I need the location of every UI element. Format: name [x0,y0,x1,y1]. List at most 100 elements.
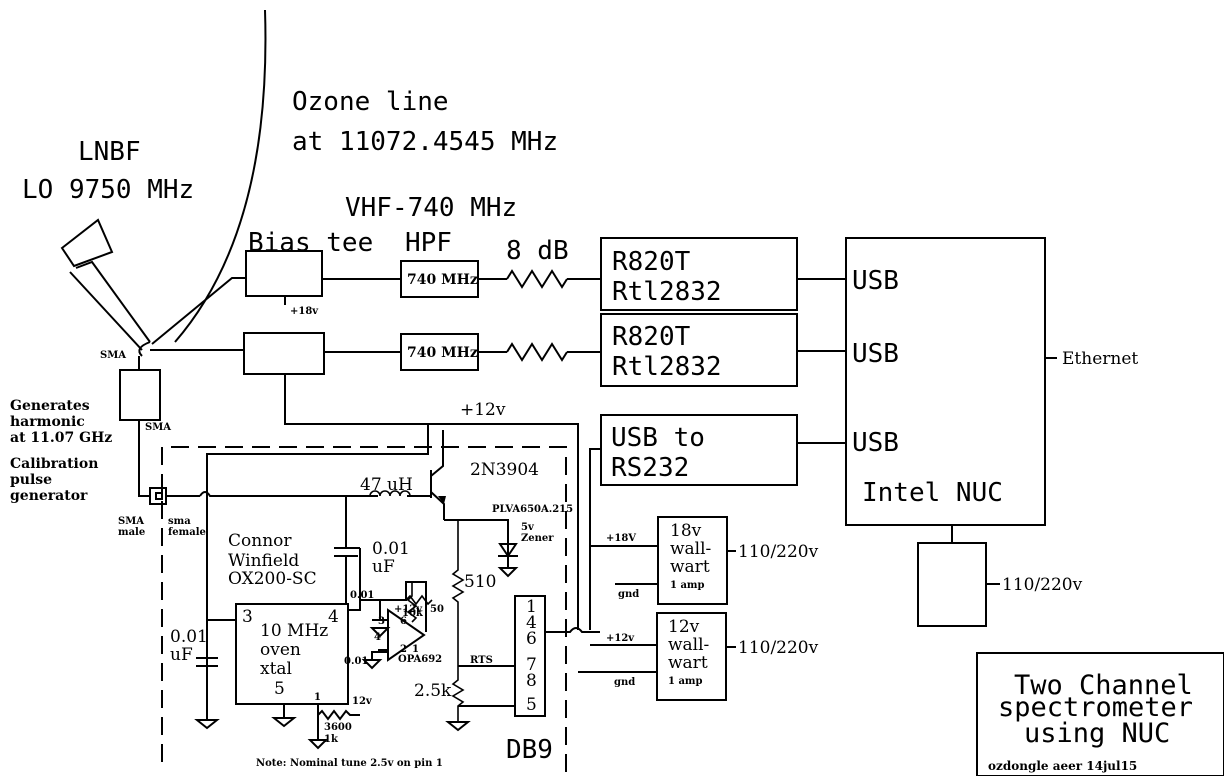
opamp-label: OPA692 [398,654,442,665]
osc-pin4-label: 4 [328,607,339,627]
vhf-label: VHF-740 MHz [345,193,517,223]
wallwart-18v-box [657,516,728,605]
atten-label: 8 dB [506,236,569,266]
ww12-label-4: 1 amp [668,676,703,687]
osc-label-2: oven [260,640,301,660]
osc-pin5-label: 5 [274,679,285,699]
ethernet-label: Ethernet [1062,349,1138,369]
r510-label: 510 [464,572,496,592]
cal-label-3: generator [10,488,88,504]
osc-pin3-label: 3 [242,607,253,627]
lnbf-feed [60,218,151,357]
ww12-label-1: 12v [668,617,700,637]
zener-label-2: Zener [521,533,554,544]
cal-label-2: pulse [10,472,52,488]
ww18-gnd-label: gnd [618,589,639,600]
db9-pin1: 1 [526,597,537,617]
usb-3-label: USB [852,428,899,458]
opamp-12v-label: +12v [394,604,423,615]
ox200-label: OX200-SC [228,569,317,589]
usb-rs232-label-b: RS232 [611,453,689,483]
lo-label: LO 9750 MHz [22,175,194,205]
r1k-label: 1k [324,734,339,745]
db9-connector [514,595,546,717]
usb-2-label: USB [852,339,899,369]
bias-tee-2-box [243,332,325,375]
sdr-2-label-a: R820T [612,322,691,352]
attenuator-8db [506,269,568,289]
title-block [976,652,1224,776]
ww18-label-4: 1 amp [670,580,705,591]
resistor-10k [405,594,433,606]
r10k-label: 10k [402,608,424,619]
bias-tee-label: Bias tee [248,228,373,258]
ww18-ac-label: 110/220v [738,542,819,562]
nuc-power-box [917,542,987,627]
sdr-1-box [600,237,798,311]
ozone-line-label-2: at 11072.4545 MHz [292,127,558,157]
title-line-2: spectrometer [998,692,1193,723]
opamp-triangle [387,608,426,662]
cap-b-label-2: uF [170,645,193,665]
resistor-510 [451,520,465,722]
db9-pin4: 4 [526,613,537,633]
cap-small-bottom-label: 0.01 [344,656,368,667]
sma-female-label-2: female [168,527,206,538]
cap-a-label-1: 0.01 [372,539,410,559]
ww12-label-2: wall- [668,635,709,655]
db9-pin7: 7 [526,655,537,675]
connor-label-2: Winfield [228,551,299,571]
ww18-label-1: 18v [670,521,702,541]
plus12v-label: +12v [460,400,506,420]
cap-a-label-2: uF [372,557,395,577]
generates-label-1: Generates [10,398,90,414]
ww18-in-label: +18V [606,533,636,544]
osc-label-3: xtal [260,659,292,679]
v12-small-label: 12v [352,696,373,707]
title-line-1: Two Channel [1014,670,1193,701]
lnbf-label: LNBF [78,137,141,167]
cap-b-label-1: 0.01 [170,627,208,647]
dish-reflector [174,9,267,343]
bias-tee-1-box [245,250,323,297]
r3600-label: 3600 [324,722,352,733]
sdr-2-box [600,313,798,387]
r50-label: 50 [430,604,444,615]
connor-label-1: Connor [228,531,292,551]
opamp-pin1-label: 1 [412,644,419,655]
sdr-2-label-b: Rtl2832 [612,352,722,382]
usb-1-label: USB [852,266,899,296]
oscillator-box [235,603,349,705]
cal-gen-box [119,369,161,421]
usb-rs232-box [600,414,798,486]
intel-nuc-label: Intel NUC [862,478,1003,508]
ozone-line-label-1: Ozone line [292,87,449,117]
wallwart-12v-box [656,612,727,701]
sma-female-label-1: sma [168,516,191,527]
db9-label: DB9 [506,735,553,765]
sdr-1-label-a: R820T [612,247,691,277]
filter-2-box [400,333,479,371]
inductor-47uh [369,490,411,497]
db9-pin5: 5 [526,695,537,715]
cal-label-1: Calibration [10,456,98,472]
title-line-3: using NUC [1024,718,1170,749]
hpf-label: HPF [405,228,452,258]
opamp-pin3-label: 3 [378,616,385,627]
inductor-label: 47 uH [360,475,413,495]
cap-small-top-label: 0.01 [350,590,374,601]
db9-pin6: 6 [526,629,537,649]
sdr-1-label-b: Rtl2832 [612,277,722,307]
generates-label-3: at 11.07 GHz [10,430,112,446]
usb-rs232-label-a: USB to [611,423,705,453]
ww12-label-3: wart [668,653,708,673]
sma-male-label-1: SMA [118,516,144,527]
opamp-pin2-label: 2 [400,644,407,655]
ww18-label-3: wart [670,557,710,577]
filter-2-label: 740 MHz [407,345,478,361]
db9-pin8: 8 [526,671,537,691]
attenuator-2 [506,342,568,362]
ww12-in-label: +12v [606,633,635,644]
ww12-ac-label: 110/220v [738,638,819,658]
